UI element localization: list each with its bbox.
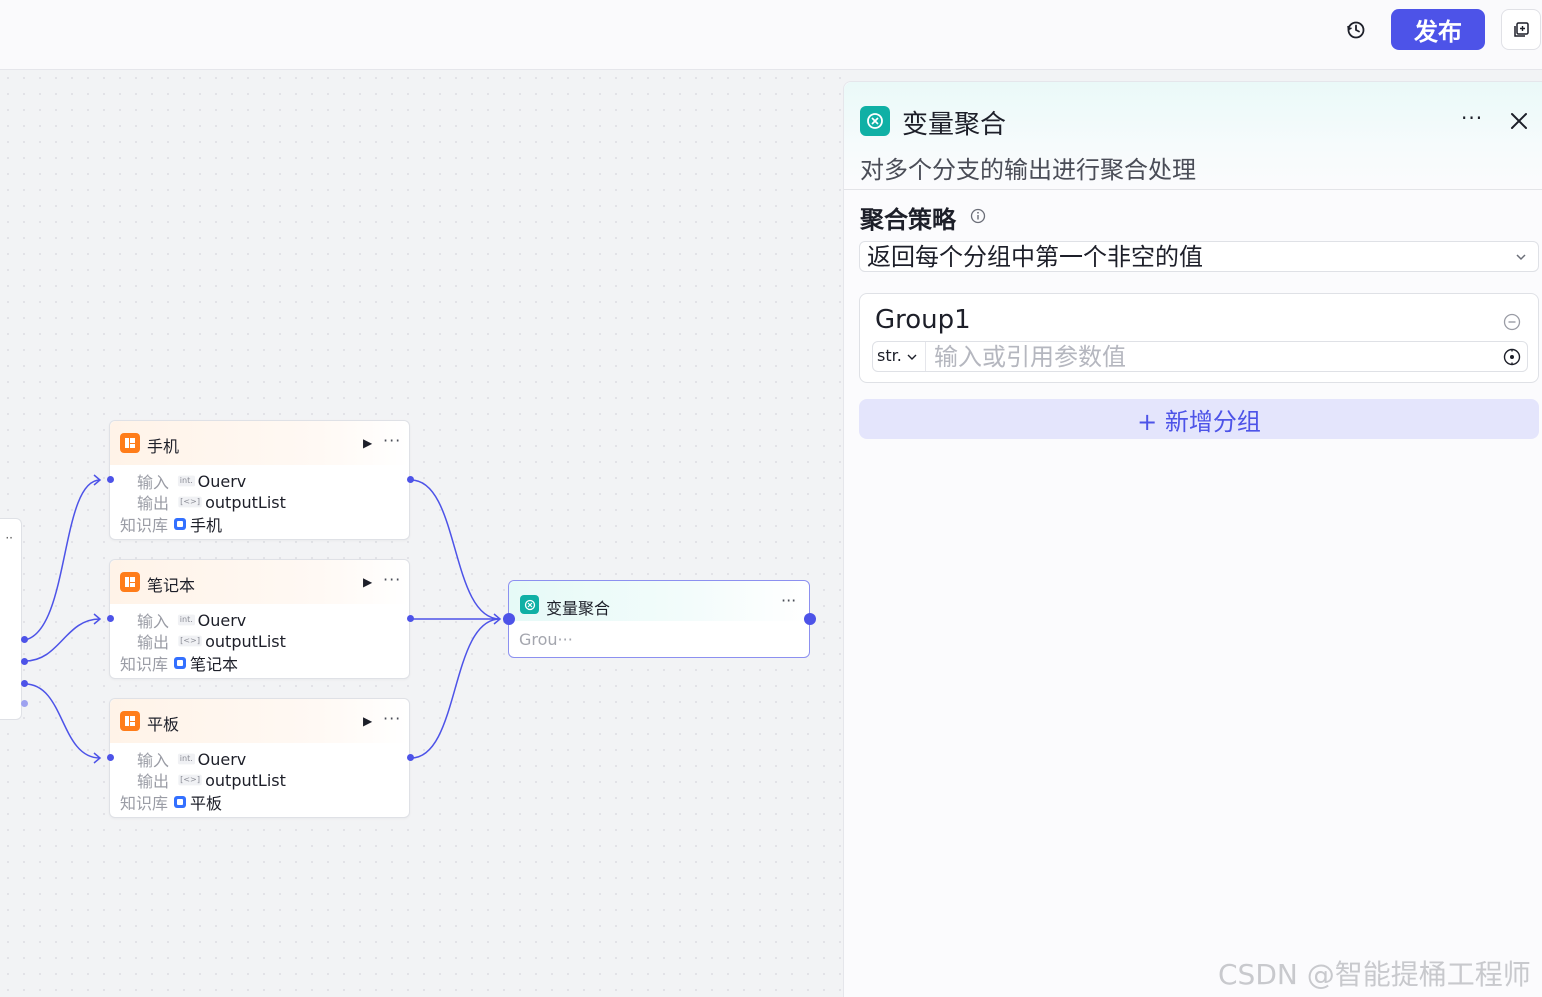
close-icon[interactable] xyxy=(1508,110,1530,132)
node-header: 手机 ▶ ··· xyxy=(110,421,409,465)
chevron-down-icon xyxy=(907,354,917,360)
strategy-label: 聚合策略 xyxy=(860,206,956,234)
edge-start-laptop xyxy=(24,618,101,662)
node-title: 平板 xyxy=(147,715,180,734)
group-preview: Grou··· xyxy=(519,630,573,649)
dataset-icon xyxy=(174,518,187,530)
node-output-row: 输出 [<>] outputList xyxy=(137,492,286,514)
publish-button[interactable]: 发布 xyxy=(1391,9,1485,50)
knowledge-icon xyxy=(120,711,140,731)
node-laptop-in-port[interactable] xyxy=(107,615,114,622)
node-output-row: 输出 [<>] outputList xyxy=(137,631,286,653)
node-header: 变量聚合 ··· xyxy=(509,581,809,621)
kb-node-tablet[interactable]: 平板 ▶ ··· 输入 int. Ouerv 输出 [<>] outputLis… xyxy=(109,698,410,818)
start-port-1[interactable] xyxy=(21,636,28,643)
node-header: 笔记本 ▶ ··· xyxy=(110,560,409,604)
node-more-button[interactable]: ··· xyxy=(383,709,402,728)
remove-group-icon[interactable] xyxy=(1503,313,1521,331)
knowledge-icon xyxy=(120,572,140,592)
watermark: CSDN @智能提桶工程师 xyxy=(1218,958,1531,991)
start-port-4[interactable] xyxy=(21,700,28,707)
edge-start-phone xyxy=(24,479,101,641)
node-kb-row: 知识库 笔记本 xyxy=(120,655,239,674)
node-config-panel: 变量聚合 ··· 对多个分支的输出进行聚合处理 聚合策略 返回每个分组中第一个非… xyxy=(843,81,1542,997)
edge-tablet-agg xyxy=(410,618,501,759)
start-port-2[interactable] xyxy=(21,658,28,665)
dataset-icon xyxy=(174,796,187,808)
panel-header: 变量聚合 ··· 对多个分支的输出进行聚合处理 xyxy=(844,82,1542,190)
start-node[interactable]: ·· xyxy=(0,518,22,720)
workflow-edges xyxy=(24,474,502,764)
add-group-button[interactable]: + 新增分组 xyxy=(859,399,1539,439)
group-card: Group1 str. xyxy=(859,293,1539,383)
node-header: 平板 ▶ ··· xyxy=(110,699,409,743)
node-tablet-out-port[interactable] xyxy=(407,754,414,761)
param-value-input[interactable] xyxy=(927,342,1497,371)
type-select[interactable]: str. xyxy=(873,342,926,371)
history-button[interactable] xyxy=(1340,14,1372,46)
workflow-canvas[interactable]: ·· 手机 ▶ ··· 输入 int. Ouerv 输出 [<>] output… xyxy=(0,70,843,997)
aggregate-icon xyxy=(860,106,890,136)
run-icon[interactable]: ▶ xyxy=(363,714,373,728)
node-input-row: 输入 int. Ouerv xyxy=(137,749,247,771)
aggregator-in-port[interactable] xyxy=(503,613,515,625)
edge-start-tablet xyxy=(24,683,101,759)
panel-title: 变量聚合 xyxy=(902,110,1007,140)
node-laptop-out-port[interactable] xyxy=(407,615,414,622)
strategy-value: 返回每个分组中第一个非空的值 xyxy=(867,243,1203,271)
node-more-button[interactable]: ··· xyxy=(383,570,402,589)
edge-phone-agg xyxy=(410,479,501,620)
panel-more-button[interactable]: ··· xyxy=(1461,106,1484,130)
start-node-more[interactable]: ·· xyxy=(5,531,13,545)
node-more-button[interactable]: ··· xyxy=(781,591,797,610)
node-output-row: 输出 [<>] outputList xyxy=(137,770,286,792)
kb-node-laptop[interactable]: 笔记本 ▶ ··· 输入 int. Ouerv 输出 [<>] outputLi… xyxy=(109,559,410,679)
copy-icon xyxy=(1514,21,1529,37)
group-param-row: str. xyxy=(872,341,1528,372)
node-phone-out-port[interactable] xyxy=(407,476,414,483)
node-title: 变量聚合 xyxy=(546,599,611,618)
copy-button[interactable] xyxy=(1501,9,1541,50)
kb-node-phone[interactable]: 手机 ▶ ··· 输入 int. Ouerv 输出 [<>] outputLis… xyxy=(109,420,410,540)
node-phone-in-port[interactable] xyxy=(107,476,114,483)
aggregator-out-port[interactable] xyxy=(804,613,816,625)
info-icon[interactable] xyxy=(970,208,986,224)
dataset-icon xyxy=(174,657,187,669)
panel-description: 对多个分支的输出进行聚合处理 xyxy=(860,156,1196,184)
node-title: 笔记本 xyxy=(147,576,196,595)
node-kb-row: 知识库 平板 xyxy=(120,794,223,813)
node-title: 手机 xyxy=(147,437,180,456)
chevron-down-icon xyxy=(1516,254,1526,261)
type-value: str. xyxy=(877,346,902,365)
node-tablet-in-port[interactable] xyxy=(107,754,114,761)
node-more-button[interactable]: ··· xyxy=(383,431,402,450)
node-kb-row: 知识库 手机 xyxy=(120,516,223,535)
strategy-select[interactable]: 返回每个分组中第一个非空的值 xyxy=(859,241,1539,272)
knowledge-icon xyxy=(120,433,140,453)
variable-aggregator-node[interactable]: 变量聚合 ··· Grou··· xyxy=(508,580,810,658)
top-bar: 发布 xyxy=(0,0,1542,70)
start-port-3[interactable] xyxy=(21,680,28,687)
run-icon[interactable]: ▶ xyxy=(363,436,373,450)
history-icon xyxy=(1347,21,1365,39)
run-icon[interactable]: ▶ xyxy=(363,575,373,589)
node-input-row: 输入 int. Ouerv xyxy=(137,471,247,493)
node-input-row: 输入 int. Ouerv xyxy=(137,610,247,632)
aggregate-icon xyxy=(520,595,539,614)
group-name: Group1 xyxy=(875,305,971,335)
reference-variable-icon[interactable] xyxy=(1503,348,1521,366)
